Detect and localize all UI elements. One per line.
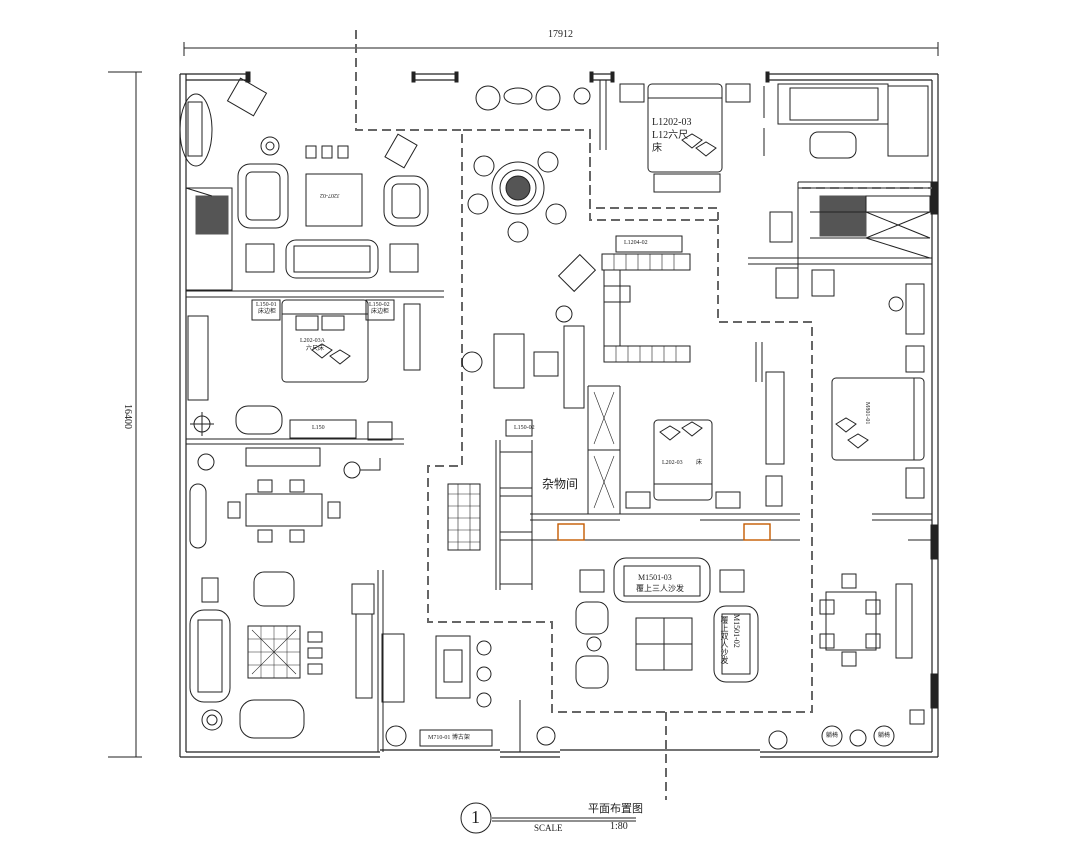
- scale-value: 1:80: [610, 821, 628, 832]
- bed-left-code: L202-03A: [300, 338, 325, 344]
- living-room: [575, 557, 759, 689]
- drawing-number: 1: [471, 807, 480, 827]
- sofa-center-name: 覆上三人沙发: [636, 584, 684, 593]
- dimension-left: [108, 71, 142, 758]
- bedside-left-2b: 床边柜: [371, 309, 390, 315]
- bed-top-code: L1202-03: [652, 117, 692, 128]
- bed-left-name: 六尺床: [306, 346, 325, 352]
- exterior-walls: [179, 73, 939, 758]
- right-dining: [768, 573, 925, 750]
- dining-left: [189, 447, 381, 549]
- dining-chair-code: L150-02: [514, 425, 535, 431]
- tv-cabinet-code: L150: [312, 425, 325, 431]
- cabinet-bottom-label: M710-01 博古架: [428, 735, 470, 741]
- sofa-right-name: 覆上双人沙发: [720, 616, 729, 664]
- zone-boundaries: [355, 30, 932, 800]
- lounge-2-label: 躺椅: [878, 733, 891, 739]
- sofa-center-code: M1501-03: [638, 573, 672, 582]
- left-bedroom: [187, 299, 421, 441]
- interior-walls: [186, 80, 932, 752]
- bottom-center: [435, 635, 556, 746]
- dimension-width-label: 17912: [548, 29, 573, 40]
- bedside-left-1b: 床边柜: [258, 309, 277, 315]
- top-right-bedroom: [619, 83, 931, 299]
- bedside-left-2: L150-02: [369, 302, 390, 308]
- drawing-title: 平面布置图: [588, 803, 643, 815]
- bed-top-name: L12六尺: [652, 130, 689, 141]
- bottom-left-lounge: [189, 571, 493, 747]
- top-middle: [467, 85, 591, 243]
- bedside-left-1: L150-01: [256, 302, 277, 308]
- dimension-top: [183, 42, 939, 56]
- left-table-code: J207-02: [320, 192, 340, 198]
- storage-room-label: 杂物间: [542, 477, 579, 491]
- dimension-height-label: 16400: [122, 404, 133, 429]
- sofa-right-code: M1501-02: [732, 614, 741, 648]
- scale-label: SCALE: [534, 823, 563, 833]
- lounge-1-label: 躺椅: [826, 733, 839, 739]
- right-bedroom: [831, 283, 925, 499]
- round-table-code: L1204-02: [624, 240, 648, 246]
- center-area: [447, 235, 785, 585]
- right-bed-code: M801-01: [864, 402, 870, 425]
- bed-top-name2: 床: [652, 143, 662, 154]
- bed-center-name: 床: [696, 460, 703, 466]
- bed-center-code: L202-03: [662, 460, 683, 466]
- title-block: [460, 802, 636, 834]
- top-left-room: [179, 77, 429, 291]
